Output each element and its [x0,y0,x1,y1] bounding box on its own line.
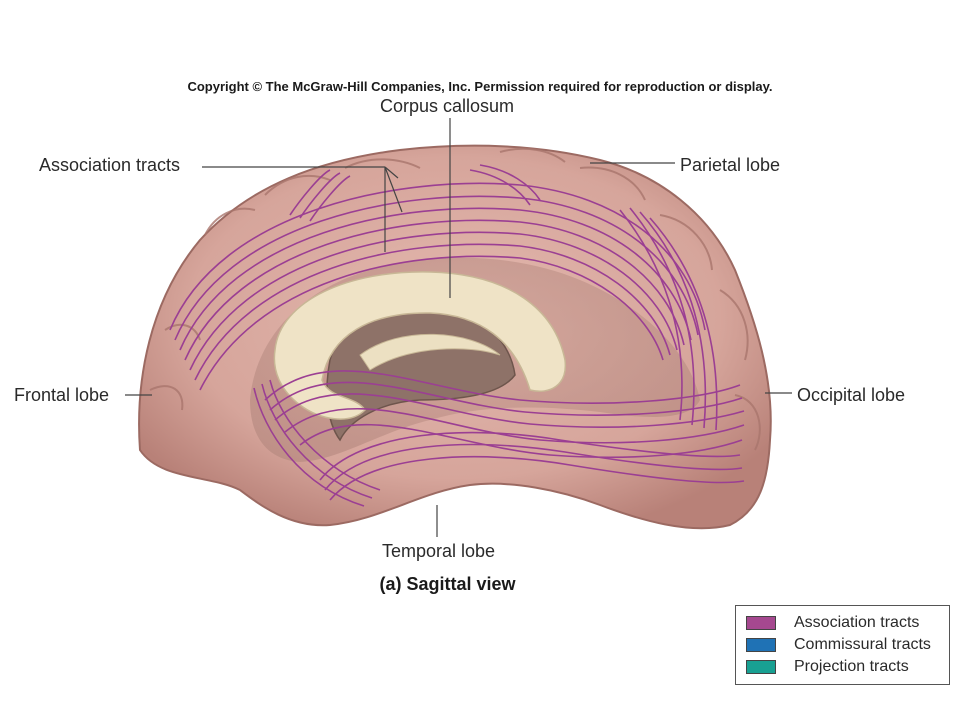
label-occipital-lobe: Occipital lobe [797,385,906,405]
corpus-callosum [273,271,566,420]
label-corpus-callosum: Corpus callosum [380,96,515,116]
legend-item-commissural: Commissural tracts [736,634,949,656]
copyright-notice: Copyright © The McGraw-Hill Companies, I… [187,79,773,94]
legend-label: Association tracts [794,614,920,631]
label-temporal-lobe: Temporal lobe [382,541,496,561]
label-association-tracts: Association tracts [39,155,181,175]
legend-label: Projection tracts [794,658,909,675]
label-parietal-lobe: Parietal lobe [680,155,781,175]
legend-label: Commissural tracts [794,636,931,653]
label-frontal-lobe: Frontal lobe [14,385,110,405]
legend-swatch [746,616,776,630]
legend-swatch [746,638,776,652]
legend: Association tracts Commissural tracts Pr… [735,605,950,685]
figure-caption: (a) Sagittal view [379,574,516,594]
legend-item-projection: Projection tracts [736,656,949,678]
legend-swatch [746,660,776,674]
legend-item-association: Association tracts [736,612,949,634]
